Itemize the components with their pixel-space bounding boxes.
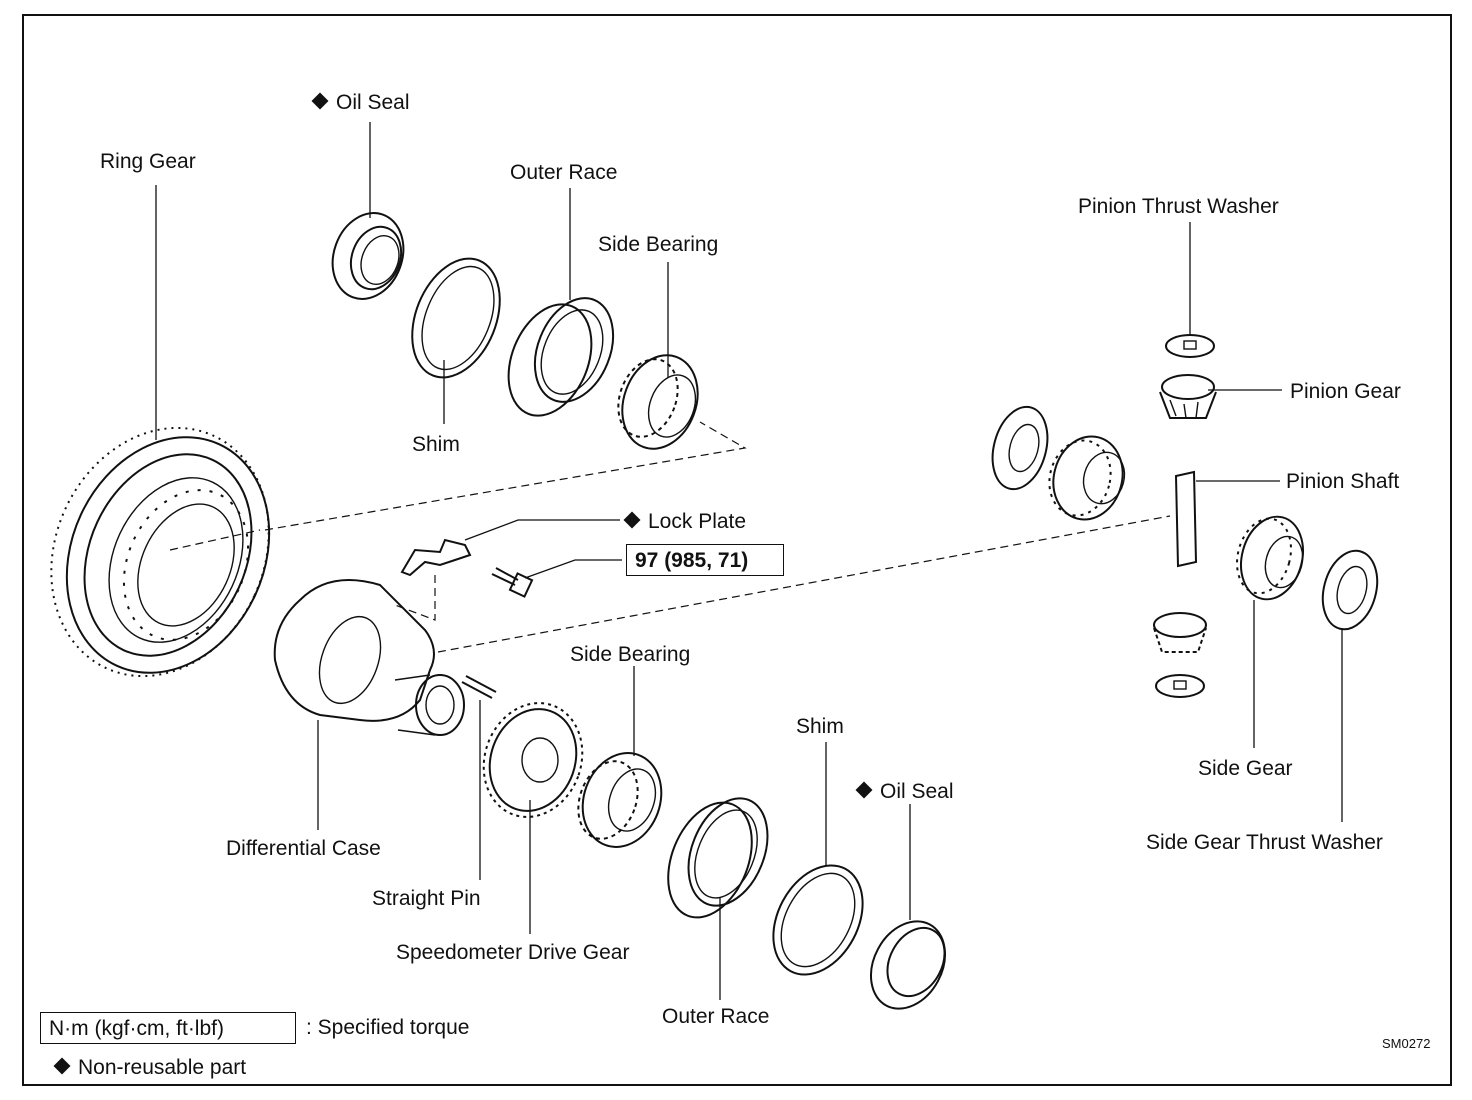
side-bearing-bottom-drawing — [577, 752, 663, 848]
straight-pin-drawing — [461, 675, 497, 699]
assembly-lines — [169, 421, 1171, 653]
lower-pinion-gear-drawing — [1153, 612, 1207, 653]
diamond-icon — [855, 781, 873, 799]
bolt-drawing — [491, 567, 534, 598]
oil-seal-top-drawing — [331, 212, 405, 300]
shim-bottom-drawing — [772, 864, 864, 976]
label-oil-seal-top: Oil Seal — [311, 92, 410, 113]
label-outer-race-bottom: Outer Race — [662, 1005, 770, 1028]
pinion-gear-drawing — [1159, 374, 1217, 419]
torque-spec-box: 97 (985, 71) — [626, 544, 784, 576]
ring-gear-drawing — [50, 426, 271, 678]
label-side-gear: Side Gear — [1198, 757, 1293, 780]
pinion-shaft-drawing — [1174, 470, 1198, 568]
left-side-gear-drawing — [1048, 435, 1126, 521]
legend-torque-unit-box: N·m (kgf·cm, ft·lbf) — [40, 1012, 296, 1044]
diamond-icon — [311, 92, 329, 110]
side-bearing-top-drawing — [617, 354, 699, 450]
outer-race-top-drawing — [507, 297, 615, 417]
legend-torque-desc: : Specified torque — [306, 1016, 470, 1039]
label-side-gear-thrust-washer: Side Gear Thrust Washer — [1146, 831, 1383, 854]
side-gear-drawing — [1236, 515, 1304, 601]
label-side-bearing-bottom: Side Bearing — [570, 643, 691, 666]
label-outer-race-top: Outer Race — [510, 161, 618, 184]
shim-top-drawing — [411, 257, 501, 379]
side-gear-thrust-washer-drawing — [1321, 549, 1379, 631]
label-shim-bottom: Shim — [796, 715, 844, 738]
outer-race-bottom-drawing — [667, 797, 769, 919]
lock-plate-drawing — [400, 538, 472, 577]
label-speedometer-drive-gear: Speedometer Drive Gear — [396, 941, 630, 964]
label-oil-seal-bottom: Oil Seal — [855, 781, 954, 802]
left-side-gear-thrust-washer-drawing — [991, 405, 1049, 491]
label-side-bearing-top: Side Bearing — [598, 233, 719, 256]
label-ring-gear: Ring Gear — [100, 150, 196, 173]
pinion-thrust-washer-drawing — [1165, 334, 1215, 358]
differential-case-drawing — [273, 579, 465, 736]
label-pinion-shaft: Pinion Shaft — [1286, 470, 1400, 493]
legend-non-reusable: Non-reusable part — [53, 1057, 246, 1078]
label-pinion-thrust-washer: Pinion Thrust Washer — [1078, 195, 1279, 218]
label-differential-case: Differential Case — [226, 837, 381, 860]
leader-lines — [155, 122, 1343, 1000]
lower-pinion-thrust-washer-drawing — [1155, 674, 1205, 698]
speedometer-drive-gear-drawing — [482, 702, 584, 818]
diamond-icon — [53, 1057, 71, 1075]
label-lock-plate: Lock Plate — [623, 511, 746, 532]
oil-seal-bottom-drawing — [870, 920, 946, 1010]
label-straight-pin: Straight Pin — [372, 887, 481, 910]
label-pinion-gear: Pinion Gear — [1290, 380, 1401, 403]
diagram-frame — [22, 14, 1452, 1086]
diamond-icon — [623, 511, 641, 529]
figure-code: SM0272 — [1382, 1036, 1431, 1051]
label-shim-top: Shim — [412, 433, 460, 456]
